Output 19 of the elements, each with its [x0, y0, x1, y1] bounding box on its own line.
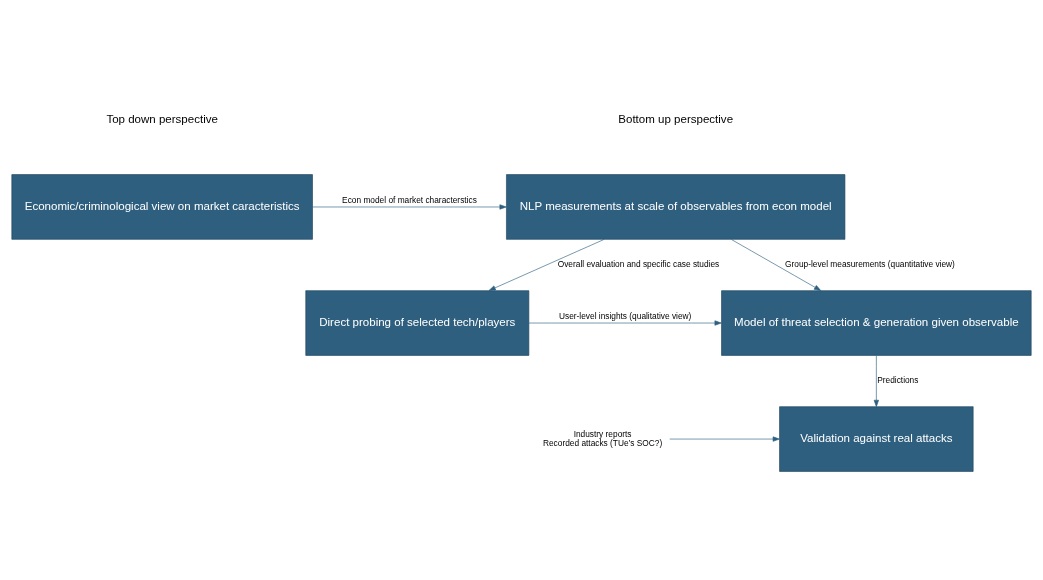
label: Bottom up perspective	[618, 112, 734, 125]
arrow	[669, 436, 780, 442]
node-box: Model of threat selection & generation given observable	[721, 290, 1032, 356]
arrow	[312, 204, 507, 210]
node-box: Direct probing of selected tech/players	[305, 290, 530, 356]
node-text: Industry reports Recorded attacks (TUe’s SOC?)	[542, 428, 663, 448]
edge-label: Group-level measurements (quantitative view)	[785, 259, 955, 270]
arrow	[528, 320, 722, 326]
edge-label: Overall evaluation and specific case studies	[557, 259, 720, 270]
edge-label: Econ model of market characterstics	[342, 194, 477, 205]
node-box: Economic/criminological view on market caracteristics	[11, 174, 313, 240]
label: Top down perspective	[106, 112, 218, 125]
node-box: Validation against real attacks	[779, 406, 974, 472]
edge-label: Predictions	[877, 375, 919, 386]
arrow	[873, 355, 879, 407]
arrow	[731, 239, 822, 291]
node-box: NLP measurements at scale of observables from econ model	[506, 174, 846, 240]
edge-label: User-level insights (qualitative view)	[559, 310, 692, 321]
arrow	[488, 239, 605, 291]
